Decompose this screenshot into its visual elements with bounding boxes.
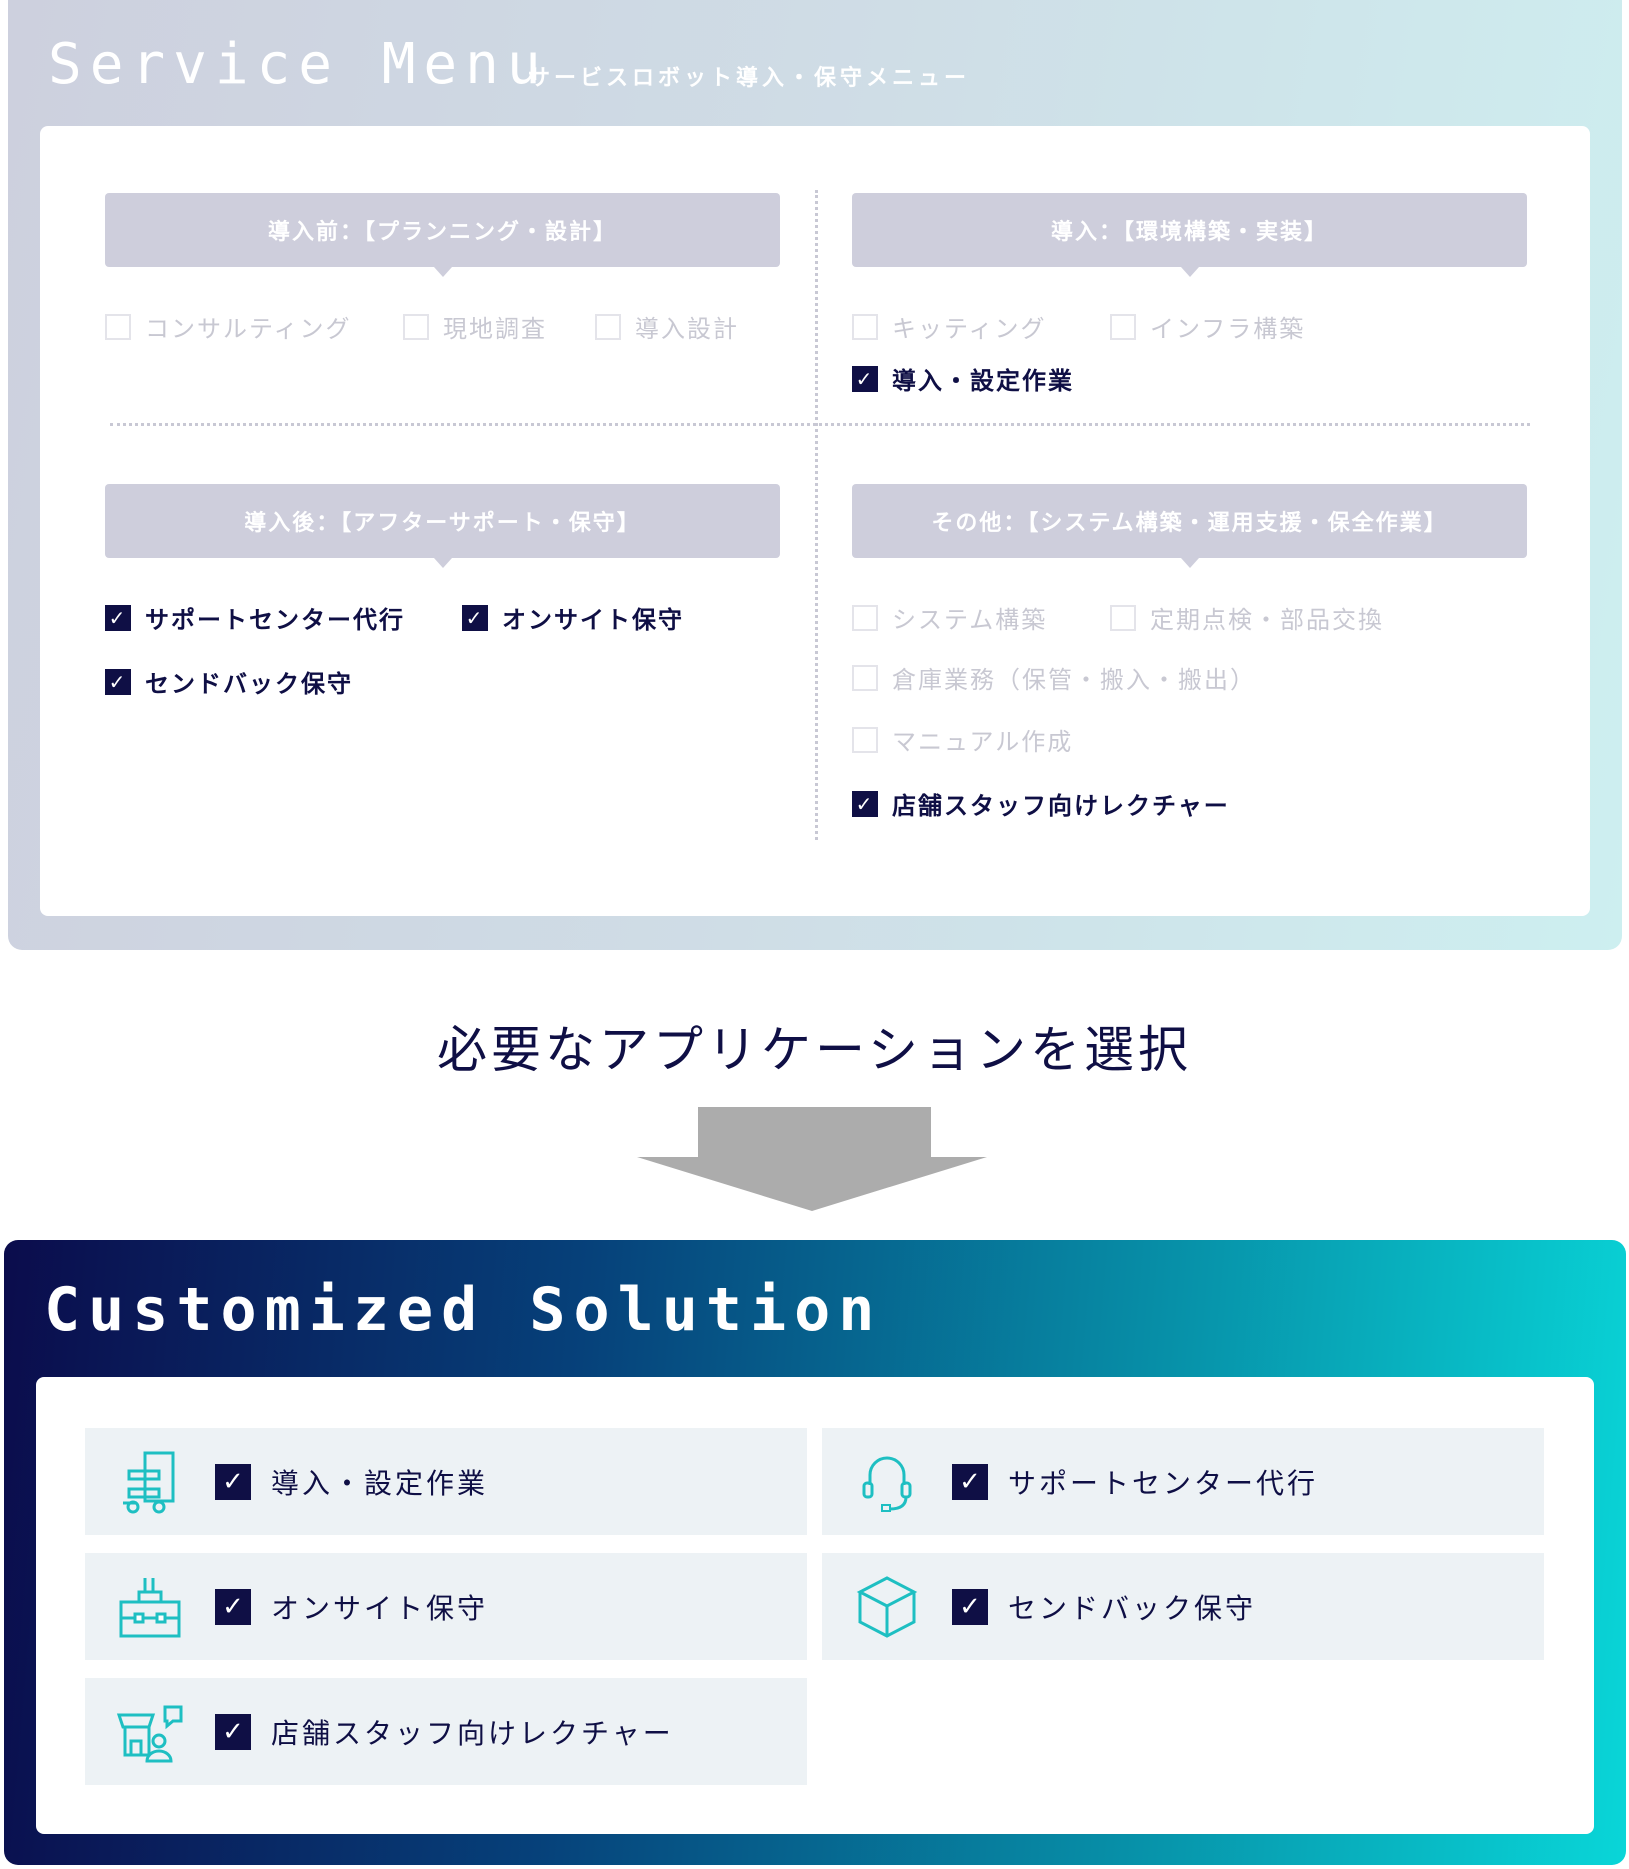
checkbox-checked: ✓ [215,1588,251,1625]
section-header-pre: 導入前：【プランニング・設計】 [105,193,780,277]
box-icon [856,1575,918,1638]
service-option[interactable]: ✓ 店舗スタッフ向けレクチャー [852,786,1230,821]
solution-label: 店舗スタッフ向けレクチャー [271,1716,674,1750]
checkbox-checked: ✓ [215,1713,251,1750]
checkbox[interactable] [595,313,621,340]
option-label: 導入設計 [635,315,739,343]
store-staff-icon [116,1705,183,1762]
service-menu-title: Service Menu [48,32,549,97]
option-label: 倉庫業務（保管・搬入・搬出） [892,666,1256,694]
robot-cart-icon [123,1451,175,1513]
service-option[interactable]: ✓ 導入・設定作業 [852,361,1074,396]
checkbox-checked: ✓ [952,1588,988,1625]
option-label: 店舗スタッフ向けレクチャー [892,792,1230,820]
service-option[interactable]: ✓ オンサイト保守 [462,600,684,635]
service-option[interactable]: 導入設計 [595,309,739,344]
solution-item: ✓ サポートセンター代行 [822,1428,1544,1535]
vertical-divider [815,190,818,840]
solution-item: ✓ 店舗スタッフ向けレクチャー [85,1678,807,1785]
checkbox[interactable] [852,313,878,340]
solution-label: センドバック保守 [1008,1591,1257,1625]
solution-label: サポートセンター代行 [1008,1466,1319,1500]
section-header-other: その他：【システム構築・運用支援・保全作業】 [852,484,1527,568]
service-option[interactable]: 現地調査 [403,309,547,344]
checkbox-checked: ✓ [215,1463,251,1500]
section-header-after: 導入後：【アフターサポート・保守】 [105,484,780,568]
option-label: サポートセンター代行 [145,606,405,634]
checkbox[interactable] [1110,604,1136,631]
checkbox[interactable] [852,664,878,691]
checkbox-checked: ✓ [952,1463,988,1500]
service-option[interactable]: ✓ サポートセンター代行 [105,600,405,635]
option-label: キッティング [892,315,1047,343]
option-label: 定期点検・部品交換 [1150,606,1384,634]
option-label: 導入・設定作業 [892,367,1074,395]
checkbox[interactable]: ✓ [852,365,878,392]
option-label: マニュアル作成 [892,728,1074,756]
option-label: コンサルティング [145,315,352,343]
checkbox[interactable] [1110,313,1136,340]
option-label: 現地調査 [443,315,547,343]
customized-solution-title: Customized Solution [44,1275,883,1345]
checkbox[interactable]: ✓ [105,668,131,695]
solution-label: オンサイト保守 [271,1591,489,1625]
service-option[interactable]: マニュアル作成 [852,722,1073,757]
checkbox[interactable]: ✓ [105,604,131,631]
service-option[interactable]: キッティング [852,309,1047,344]
service-menu-subtitle: サービスロボット導入・保守メニュー [528,66,971,91]
service-option[interactable]: システム構築 [852,600,1047,635]
toolbox-icon [119,1577,181,1637]
service-option[interactable]: インフラ構築 [1110,309,1305,344]
checkbox[interactable]: ✓ [462,604,488,631]
solution-item: ✓ センドバック保守 [822,1553,1544,1660]
service-option[interactable]: ✓ センドバック保守 [105,664,353,699]
option-label: センドバック保守 [145,670,353,698]
headset-icon [862,1456,912,1512]
section-header-install: 導入：【環境構築・実装】 [852,193,1527,277]
option-label: オンサイト保守 [502,606,684,634]
solution-item: ✓ オンサイト保守 [85,1553,807,1660]
checkbox[interactable]: ✓ [852,790,878,817]
checkbox[interactable] [852,726,878,753]
checkbox[interactable] [105,313,131,340]
option-label: システム構築 [892,606,1048,634]
solution-item: ✓ 導入・設定作業 [85,1428,807,1535]
option-label: インフラ構築 [1150,315,1306,343]
service-option[interactable]: 定期点検・部品交換 [1110,600,1384,635]
horizontal-divider [110,423,1530,426]
service-option[interactable]: 倉庫業務（保管・搬入・搬出） [852,660,1256,695]
solution-label: 導入・設定作業 [271,1466,489,1500]
down-arrow-icon [637,1107,987,1211]
select-caption: 必要なアプリケーションを選択 [437,1021,1192,1079]
checkbox[interactable] [403,313,429,340]
checkbox[interactable] [852,604,878,631]
service-option[interactable]: コンサルティング [105,309,352,344]
